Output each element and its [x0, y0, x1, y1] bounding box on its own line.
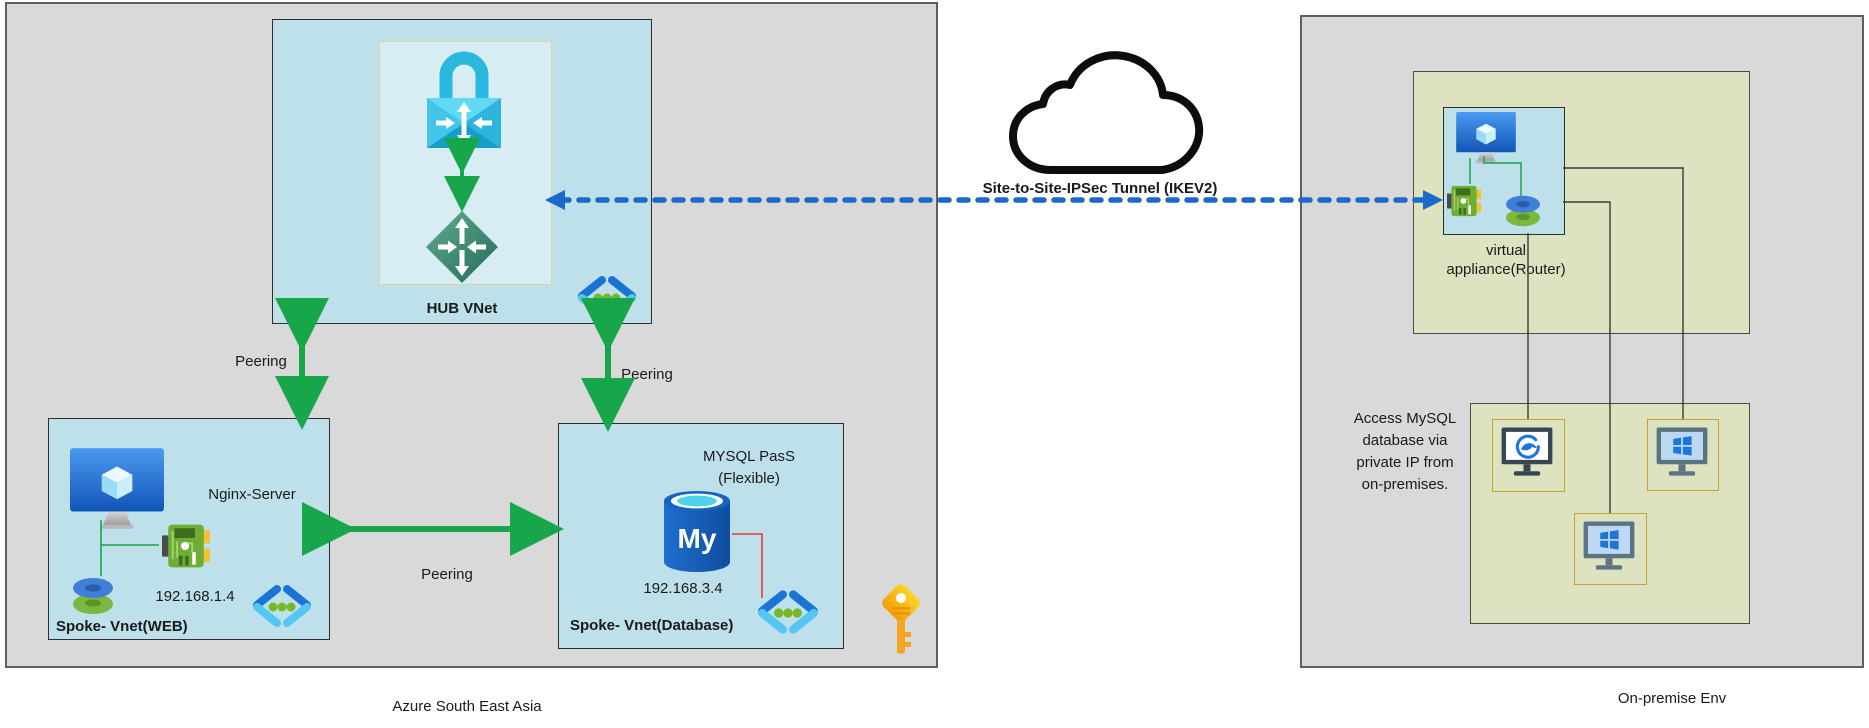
internet-cloud-icon	[1009, 51, 1204, 174]
spoke-web-label: Spoke- Vnet(WEB)	[56, 618, 188, 635]
azure-region-label: Azure South East Asia	[392, 698, 542, 715]
mysql-database-icon: My	[664, 491, 730, 572]
peering-left-label: Peering	[235, 353, 287, 370]
router-label-line1: virtual	[1485, 242, 1526, 259]
tunnel-label: Site-to-Site-IPSec Tunnel (IKEV2)	[982, 180, 1218, 197]
key-icon	[882, 584, 920, 654]
svg-text:My: My	[678, 523, 717, 554]
web-ip-label: 192.168.1.4	[155, 588, 235, 605]
db-ip-label: 192.168.3.4	[643, 580, 723, 597]
router-label-line2: appliance(Router)	[1446, 261, 1566, 278]
windows-client-box-bottom	[1574, 513, 1647, 585]
onprem-region-label: On-premise Env	[1617, 690, 1727, 707]
hub-vnet-label: HUB VNet	[426, 300, 498, 317]
db-service-label-line1: MYSQL PasS	[703, 448, 795, 465]
web-server-label: Nginx-Server	[208, 486, 296, 503]
onprem-note-text: Access MySQL database via private IP fro…	[1353, 410, 1457, 493]
route-gateway-diamond-icon	[426, 211, 498, 283]
spoke-db-label: Spoke- Vnet(Database)	[570, 617, 734, 634]
windows-client-box-right	[1647, 419, 1719, 491]
db-service-label-line2: (Flexible)	[718, 470, 780, 487]
peering-bottom-label: Peering	[421, 566, 473, 583]
mysql-client-box	[1492, 419, 1565, 492]
